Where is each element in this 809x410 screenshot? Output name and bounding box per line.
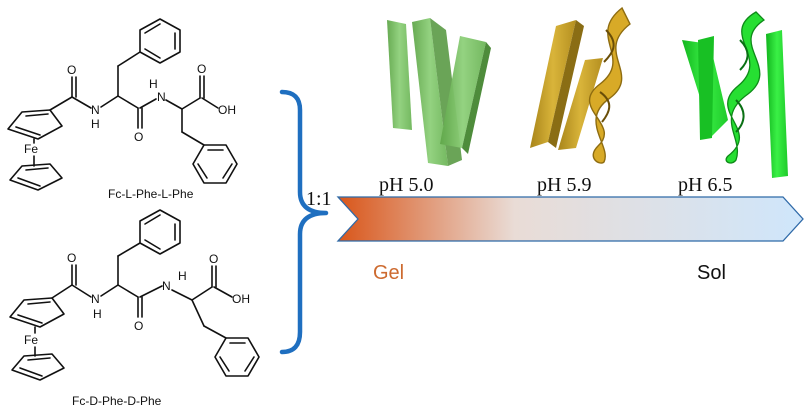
carbonyl-o-1: O (67, 251, 76, 265)
amide-n-1: N (91, 103, 100, 117)
acid-o: O (209, 252, 218, 266)
molecule-label-bottom: Fc-D-Phe-D-Phe (72, 394, 162, 408)
grouping-bracket (279, 89, 329, 355)
phenyl-ring-lower (192, 144, 238, 184)
ph-gradient-arrow (336, 196, 804, 242)
fiber-illustration-ph-5-0 (387, 18, 491, 166)
fiber-illustration-ph-5-9 (530, 6, 631, 164)
ph-label-5-0: pH 5.0 (379, 174, 433, 196)
cp-ring-upper (7, 109, 63, 140)
acid-o: O (197, 62, 206, 76)
phenyl-ring-upper (139, 18, 181, 64)
state-label-sol: Sol (697, 262, 726, 284)
acid-oh: OH (218, 103, 236, 117)
amide-h-2: H (178, 269, 187, 283)
ph-label-5-9: pH 5.9 (537, 174, 591, 196)
molecule-label-top: Fc-L-Phe-L-Phe (108, 187, 194, 201)
amide-h-2: H (149, 77, 158, 91)
carbonyl-o-2: O (134, 130, 143, 144)
peptide-backbone: O N H O N H O OH (49, 51, 236, 146)
cp-ring-upper (9, 297, 65, 328)
molecule-fc-d-phe-d-phe: Fe O N H O N H (9, 209, 260, 408)
amide-n-2: N (162, 279, 171, 293)
cp-ring-lower (9, 163, 63, 191)
amide-n-1: N (91, 292, 100, 306)
phenyl-ring-upper (139, 209, 181, 255)
fe-atom-label: Fe (24, 333, 38, 347)
ferrocene-group: Fe (7, 109, 63, 191)
amide-h-1: H (93, 307, 102, 321)
amide-n-2: N (157, 90, 166, 104)
fiber-illustration-ph-6-5 (682, 11, 788, 178)
carbonyl-o-2: O (134, 319, 143, 333)
amide-h-1: H (91, 117, 100, 131)
cp-ring-lower (11, 353, 65, 381)
carbonyl-o-1: O (67, 63, 76, 77)
acid-oh: OH (232, 292, 250, 306)
state-label-gel: Gel (373, 262, 404, 284)
phenyl-ring-lower (214, 337, 260, 377)
ratio-label: 1:1 (306, 188, 332, 210)
peptide-backbone: O N H O N H O OH (51, 242, 250, 339)
ph-label-6-5: pH 6.5 (678, 174, 732, 196)
fe-atom-label: Fe (24, 142, 38, 156)
molecule-fc-l-phe-l-phe: Fe O N H O N H (7, 18, 238, 201)
ferrocene-group: Fe (9, 297, 65, 381)
